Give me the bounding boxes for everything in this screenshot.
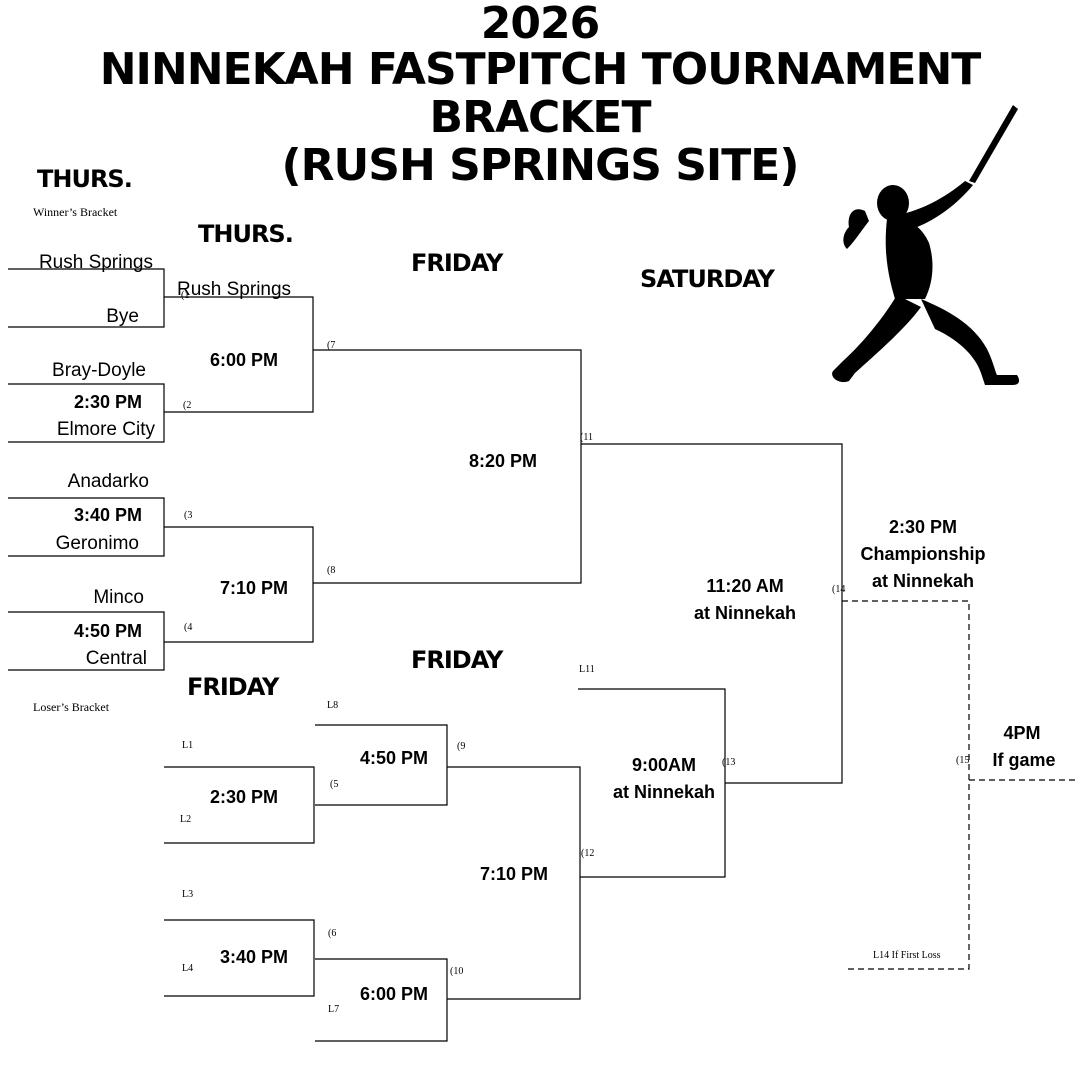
game14-location: at Ninnekah: [693, 603, 797, 623]
game14-time: 11:20 AM: [706, 576, 784, 596]
game-number-15: (15: [956, 755, 970, 766]
championship-location: at Ninnekah: [871, 571, 975, 591]
game9-lines: [315, 724, 448, 806]
if-game-label: If game: [992, 750, 1056, 770]
game8-time: 7:10 PM: [219, 578, 289, 598]
game-number-5: (5: [330, 779, 339, 790]
loser-slot-l8: L8: [327, 700, 339, 711]
game5-time: 2:30 PM: [209, 787, 279, 807]
game10-lines: [315, 958, 448, 1042]
if-game-dashed-lines: [842, 600, 970, 970]
game13-location: at Ninnekah: [612, 782, 716, 802]
game13-time: 9:00AM: [631, 755, 697, 775]
game-number-8: (8: [327, 565, 336, 576]
day-label-thurs-winners: THURS.: [37, 165, 133, 193]
game4-time: 4:50 PM: [73, 621, 143, 641]
batter-silhouette-icon: [832, 105, 1020, 385]
title-year: 2026: [480, 0, 600, 49]
loser-slot-l2: L2: [180, 814, 192, 825]
game-number-9: (9: [457, 741, 466, 752]
day-label-thurs-round2: THURS.: [198, 220, 294, 248]
game3-time: 3:40 PM: [73, 505, 143, 525]
day-label-friday-losers: FRIDAY: [187, 673, 279, 701]
game-number-13: (13: [722, 757, 736, 768]
game5-lines: [164, 766, 315, 844]
game6-time: 3:40 PM: [219, 947, 289, 967]
game1-lines: [8, 268, 165, 328]
team-bray-doyle: Bray-Doyle: [52, 360, 146, 381]
game13-lines: [578, 688, 726, 878]
team-elmore-city: Elmore City: [56, 419, 155, 440]
title-bracket: BRACKET: [429, 92, 652, 143]
loser-slot-l7: L7: [328, 1004, 340, 1015]
team-rush-springs: Rush Springs: [38, 252, 153, 273]
game12-lines: [447, 766, 581, 1000]
loser-slot-l4: L4: [182, 963, 194, 974]
loser-slot-l3: L3: [182, 889, 194, 900]
game-number-3: (3: [184, 510, 193, 521]
game-number-2: (2: [183, 400, 192, 411]
loser-slot-l11: L11: [579, 664, 595, 675]
day-label-friday-winners: FRIDAY: [411, 249, 503, 277]
day-label-saturday: SATURDAY: [640, 265, 775, 293]
team-geronimo: Geronimo: [55, 533, 139, 554]
game-number-10: (10: [450, 966, 464, 977]
game-number-14: (14: [832, 584, 846, 595]
winners-bracket-label: Winner’s Bracket: [33, 205, 118, 219]
if-game-time: 4PM: [1003, 723, 1041, 743]
game6-lines: [164, 919, 315, 997]
game-number-4: (4: [184, 622, 193, 633]
team-bye: Bye: [106, 306, 139, 327]
team-rush-springs-advanced: Rush Springs: [177, 279, 292, 300]
losers-bracket-label: Loser’s Bracket: [33, 700, 110, 714]
team-central: Central: [85, 648, 147, 669]
game11-lines: [313, 349, 582, 584]
game7-time: 6:00 PM: [209, 350, 279, 370]
game-number-7: (7: [327, 340, 336, 351]
game14-lines: [581, 443, 843, 784]
game4-lines: [8, 611, 165, 671]
title-tournament: NINNEKAH FASTPITCH TOURNAMENT: [99, 44, 982, 95]
game-number-12: (12: [581, 848, 595, 859]
game10-time: 6:00 PM: [359, 984, 429, 1004]
game9-time: 4:50 PM: [359, 748, 429, 768]
game-number-6: (6: [328, 928, 337, 939]
championship-time: 2:30 PM: [888, 517, 958, 537]
game-number-11: (11: [580, 432, 593, 443]
game2-lines: [8, 383, 165, 443]
team-anadarko: Anadarko: [67, 471, 149, 492]
game8-lines: [164, 526, 314, 643]
team-minco: Minco: [93, 587, 144, 608]
championship-label: Championship: [860, 544, 986, 564]
loser-slot-l1: L1: [182, 740, 194, 751]
game2-time: 2:30 PM: [73, 392, 143, 412]
title-site: (RUSH SPRINGS SITE): [281, 140, 800, 191]
game7-lines: [164, 296, 314, 413]
day-label-friday-losers-2: FRIDAY: [411, 646, 503, 674]
loser-slot-l14: L14 If First Loss: [873, 950, 941, 961]
game12-time: 7:10 PM: [479, 864, 549, 884]
game-number-1: (1: [181, 290, 190, 301]
game11-time: 8:20 PM: [468, 451, 538, 471]
